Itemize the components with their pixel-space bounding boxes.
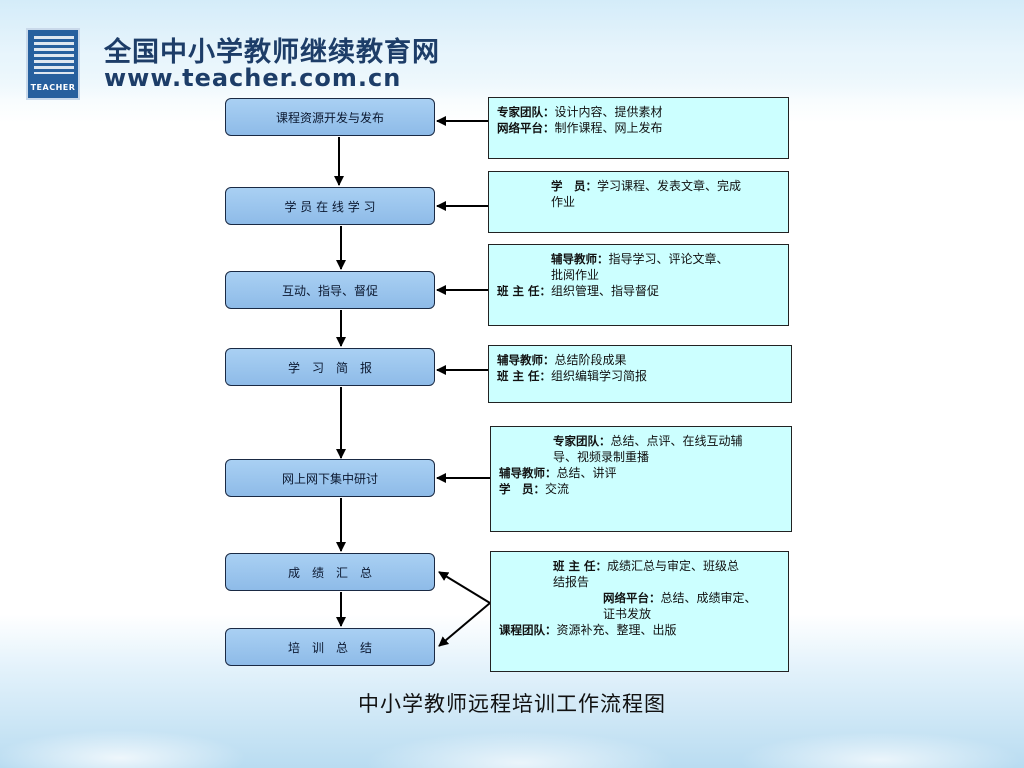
logo-text: TEACHER — [30, 83, 76, 92]
note-line: 网络平台：总结、成绩审定、 — [603, 591, 757, 605]
note-seminar: 专家团队：总结、点评、在线互动辅 导、视频录制重播 辅导教师：总结、讲评 学 员… — [490, 426, 792, 532]
note-course-development: 专家团队：设计内容、提供素材 网络平台：制作课程、网上发布 — [488, 97, 789, 159]
note-line: 网络平台：制作课程、网上发布 — [497, 121, 663, 135]
step-grade-summary: 成 绩 汇 总 — [225, 553, 435, 591]
cloud-decoration — [0, 668, 1024, 768]
site-url: www.teacher.com.cn — [104, 64, 402, 92]
note-interaction-guidance: 辅导教师：指导学习、评论文章、 批阅作业 班 主 任：组织管理、指导督促 — [488, 244, 789, 326]
note-line: 专家团队：设计内容、提供素材 — [497, 105, 663, 119]
note-line: 证书发放 — [603, 607, 652, 621]
site-title: 全国中小学教师继续教育网 — [104, 37, 440, 68]
arrow-note6-step7 — [438, 602, 491, 647]
arrow-note6-step6 — [438, 571, 491, 604]
teacher-logo: TEACHER — [26, 28, 80, 100]
step-course-development: 课程资源开发与发布 — [225, 98, 435, 136]
note-line: 导、视频录制重播 — [553, 450, 650, 464]
diagram-caption: 中小学教师远程培训工作流程图 — [358, 692, 666, 716]
note-study-bulletin: 辅导教师：总结阶段成果 班 主 任：组织编辑学习简报 — [488, 345, 792, 403]
note-line: 辅导教师：指导学习、评论文章、 — [551, 252, 729, 266]
note-line: 班 主 任：组织编辑学习简报 — [497, 369, 648, 383]
note-line: 学 员：交流 — [499, 482, 570, 496]
note-line: 结报告 — [553, 575, 590, 589]
step-study-bulletin: 学 习 简 报 — [225, 348, 435, 386]
note-line: 作业 — [551, 195, 576, 209]
step-online-learning: 学 员 在 线 学 习 — [225, 187, 435, 225]
note-line: 班 主 任：组织管理、指导督促 — [497, 284, 660, 298]
note-line: 学 员：学习课程、发表文章、完成 — [551, 179, 742, 193]
note-line: 批阅作业 — [551, 268, 600, 282]
note-line: 辅导教师：总结、讲评 — [499, 466, 617, 480]
note-grade-summary: 班 主 任：成绩汇总与审定、班级总 结报告 网络平台：总结、成绩审定、 证书发放… — [490, 551, 789, 672]
note-line: 辅导教师：总结阶段成果 — [497, 353, 627, 367]
note-online-learning: 学 员：学习课程、发表文章、完成 作业 — [488, 171, 789, 233]
note-line: 班 主 任：成绩汇总与审定、班级总 — [553, 559, 740, 573]
header-banner — [0, 0, 1024, 100]
step-training-summary: 培 训 总 结 — [225, 628, 435, 666]
note-line: 专家团队：总结、点评、在线互动辅 — [553, 434, 743, 448]
step-seminar: 网上网下集中研讨 — [225, 459, 435, 497]
note-line: 课程团队：资源补充、整理、出版 — [499, 623, 677, 637]
step-interaction-guidance: 互动、指导、督促 — [225, 271, 435, 309]
